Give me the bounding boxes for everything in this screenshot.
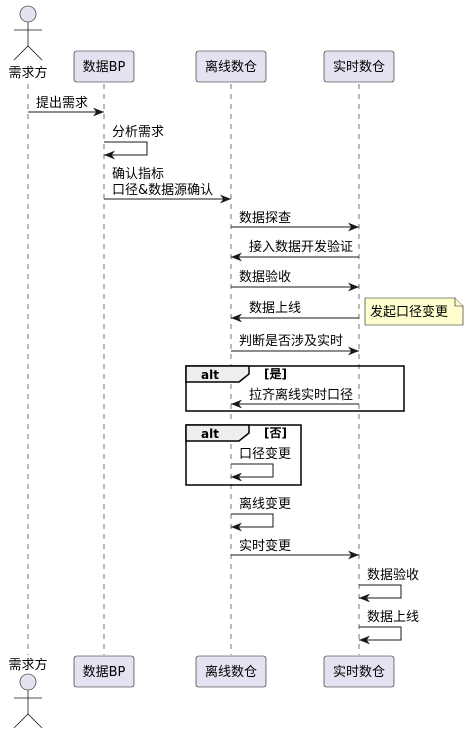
actor-legs [13,713,43,729]
participant-box [73,50,135,83]
message-label: 数据验收 [239,269,291,285]
message-label-line2: 口径&数据源确认 [112,183,213,198]
participant-label-offline-warehouse: 离线数仓 [205,59,257,75]
message-label: 判断是否涉及实时 [239,334,343,349]
message-offline-change: 离线变更 [231,496,291,532]
message-label: 数据上线 [367,610,419,625]
fragment-guard: [是] [264,367,287,381]
message-label: 实时变更 [239,538,291,554]
message-ingest-dev-verify: 接入数据开发验证 [231,239,359,262]
message-data-acceptance: 数据验收 [231,269,359,292]
message-raise-requirement: 提出需求 [28,95,104,117]
actor-legs [13,45,43,61]
participant-label-realtime-warehouse: 实时数仓 [333,665,385,680]
participant-label-offline-warehouse: 离线数仓 [205,664,257,680]
participant-data-bp-top: 数据BP [73,50,135,83]
message-realtime-change: 实时变更 [231,538,359,560]
participant-label-data-bp: 数据BP [83,665,126,680]
message-realtime-data-launch: 数据上线 [359,610,419,645]
message-data-exploration: 数据探查 [231,211,359,232]
actor-head [19,5,37,23]
message-label: 提出需求 [36,95,88,111]
participant-label-realtime-warehouse: 实时数仓 [333,60,385,75]
participant-box [323,50,395,83]
note-text: 发起口径变更 [370,304,448,320]
fragment-alt-no: alt [否] 口径变更 [185,424,302,486]
message-confirm-metrics: 确认指标 口径&数据源确认 [104,167,231,204]
participant-offline-warehouse-top: 离线数仓 [195,50,267,83]
message-self-arrow [359,584,402,603]
participant-offline-warehouse-bottom: 离线数仓 [195,655,267,688]
message-self-arrow [231,513,274,532]
fragment-frame [185,365,405,412]
note-box [364,297,464,326]
fragment-tab [185,424,250,442]
message-label: 数据验收 [367,567,419,583]
actor-head [19,673,37,691]
fragment-keyword: alt [201,368,219,382]
message-realtime-data-acceptance: 数据验收 [359,567,419,603]
actor-demand-side-bottom: 需求方 [8,657,48,729]
fragment-alt-yes: alt [是] 拉齐离线实时口径 [185,365,405,412]
message-check-realtime: 判断是否涉及实时 [231,334,359,356]
participant-realtime-warehouse-top: 实时数仓 [323,50,395,83]
message-label: 数据探查 [239,211,291,226]
message-label-caliber-change: 口径变更 [239,446,291,462]
participant-label-demand-side: 需求方 [8,65,47,81]
message-self-arrow [104,141,148,160]
participant-label-data-bp: 数据BP [83,60,126,75]
message-label-align-caliber: 拉齐离线实时口径 [249,387,353,403]
message-label: 接入数据开发验证 [249,239,353,255]
note-initiate-caliber-change: 发起口径变更 [364,297,464,326]
participant-box [195,655,267,688]
message-label: 离线变更 [239,496,291,512]
message-self-arrow-caliber-change [231,463,274,482]
message-label-line1: 确认指标 [112,167,164,182]
participant-box [73,655,135,688]
participant-data-bp-bottom: 数据BP [73,655,135,688]
message-label: 分析需求 [112,125,164,140]
participant-box [323,655,395,688]
fragment-tab [185,365,250,383]
message-label: 数据上线 [249,301,301,316]
fragment-guard: [否] [264,426,287,440]
message-analyze-requirement: 分析需求 [104,125,164,160]
participant-label-demand-side: 需求方 [8,657,47,673]
message-data-launch: 数据上线 [231,301,359,323]
message-self-arrow [359,626,402,645]
actor-demand-side-top: 需求方 [8,5,48,81]
participant-realtime-warehouse-bottom: 实时数仓 [323,655,395,688]
participant-box [195,50,267,83]
fragment-keyword: alt [201,427,219,441]
note-fold [454,298,463,307]
